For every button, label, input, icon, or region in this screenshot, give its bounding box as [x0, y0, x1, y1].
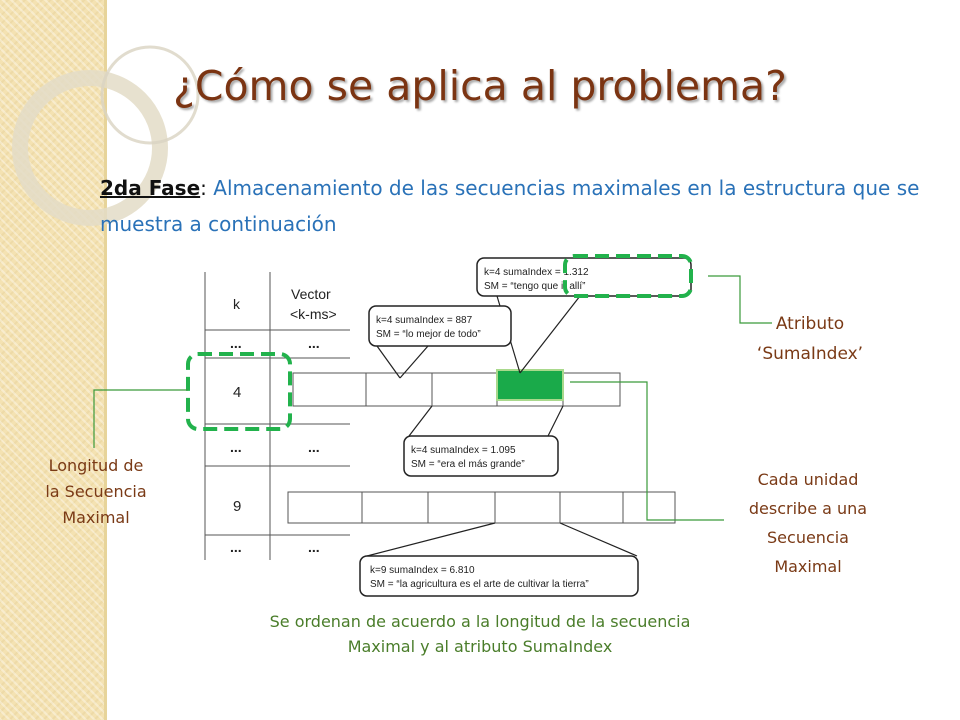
pointer-bottom-b [559, 522, 638, 557]
decorative-ring-large [12, 70, 168, 226]
caption-line1: Se ordenan de acuerdo a la longitud de l… [269, 612, 691, 631]
annotation-cada-line4: Maximal [774, 557, 842, 576]
table-grid [204, 272, 350, 560]
callout-left-line1: k=4 sumaIndex = 887 [376, 315, 473, 326]
annotation-sumaindex: Atributo ‘SumaIndex’ [735, 309, 885, 369]
callout-bottom-line2: SM = “la agricultura es el arte de culti… [370, 579, 589, 590]
connector-longitud [93, 389, 188, 448]
decorative-ring-small [100, 45, 200, 145]
pointer-middle-a [408, 405, 433, 437]
callout-box-middle [403, 435, 559, 477]
callout-top-line2: SM = “tengo que ir allí” [484, 281, 585, 292]
callout-box-bottom [359, 555, 639, 597]
vector-row-9 [287, 491, 676, 524]
ellipsis-v-1: ... [308, 335, 320, 351]
header-vector-line1: Vector [291, 286, 331, 302]
callout-top-line1: k=4 sumaIndex = 1.312 [484, 267, 589, 278]
connector-cada [570, 381, 724, 521]
pointer-left-b [399, 345, 429, 379]
row-label-4: 4 [233, 384, 241, 401]
annotation-longitud-line3: Maximal [62, 508, 130, 527]
row-label-9: 9 [233, 498, 241, 515]
vector-cell [292, 372, 621, 407]
ellipsis-k-3: ... [230, 539, 242, 555]
annotation-cada-line1: Cada unidad [757, 470, 859, 489]
subtitle-colon: : [200, 176, 207, 200]
vector-cell [287, 491, 676, 524]
callout-box-left [368, 305, 512, 347]
pointer-left-a [376, 345, 401, 379]
ellipsis-k-1: ... [230, 335, 242, 351]
subtitle-text: Almacenamiento de las secuencias maximal… [100, 176, 920, 236]
vector-row-4 [292, 372, 621, 407]
annotation-longitud-line1: Longitud de [48, 456, 144, 475]
connector-lines [93, 275, 772, 521]
annotation-longitud-line2: la Secuencia [45, 482, 147, 501]
annotation-sumaindex-line1: Atributo [775, 314, 845, 334]
callout-left-line2: SM = “lo mejor de todo” [376, 329, 481, 340]
band-edge [104, 0, 107, 720]
slide-title: ¿Cómo se aplica al problema? [173, 62, 787, 110]
dashed-highlight-sumaindex [563, 254, 693, 298]
subtitle: 2da Fase: Almacenamiento de las secuenci… [100, 170, 920, 242]
pointer-bottom-a [366, 522, 496, 557]
ellipsis-k-2: ... [230, 439, 242, 455]
connector-sumaindex [708, 275, 772, 324]
callout-middle-line2: SM = “era el más grande” [411, 459, 525, 470]
highlighted-unit [496, 369, 564, 401]
annotation-sumaindex-line2: ‘SumaIndex’ [756, 344, 864, 364]
pointer-top-b [519, 295, 581, 374]
callout-bottom-line1: k=9 sumaIndex = 6.810 [370, 565, 475, 576]
ellipsis-v-2: ... [308, 439, 320, 455]
annotation-cada-line2: describe a una [748, 499, 868, 518]
header-k: k [233, 296, 241, 312]
pointer-middle-b [547, 405, 564, 437]
annotation-cada-line3: Secuencia [767, 528, 849, 547]
caption-line2: Maximal y al atributo SumaIndex [347, 637, 613, 656]
annotation-cada-unidad: Cada unidad describe a una Secuencia Max… [724, 465, 892, 581]
header-vector-line2: <k-ms> [290, 306, 337, 322]
callout-middle-line1: k=4 sumaIndex = 1.095 [411, 445, 516, 456]
annotation-longitud: Longitud de la Secuencia Maximal [22, 453, 170, 531]
caption: Se ordenan de acuerdo a la longitud de l… [180, 609, 780, 659]
subtitle-phase: 2da Fase [100, 176, 201, 200]
ellipsis-v-3: ... [308, 539, 320, 555]
